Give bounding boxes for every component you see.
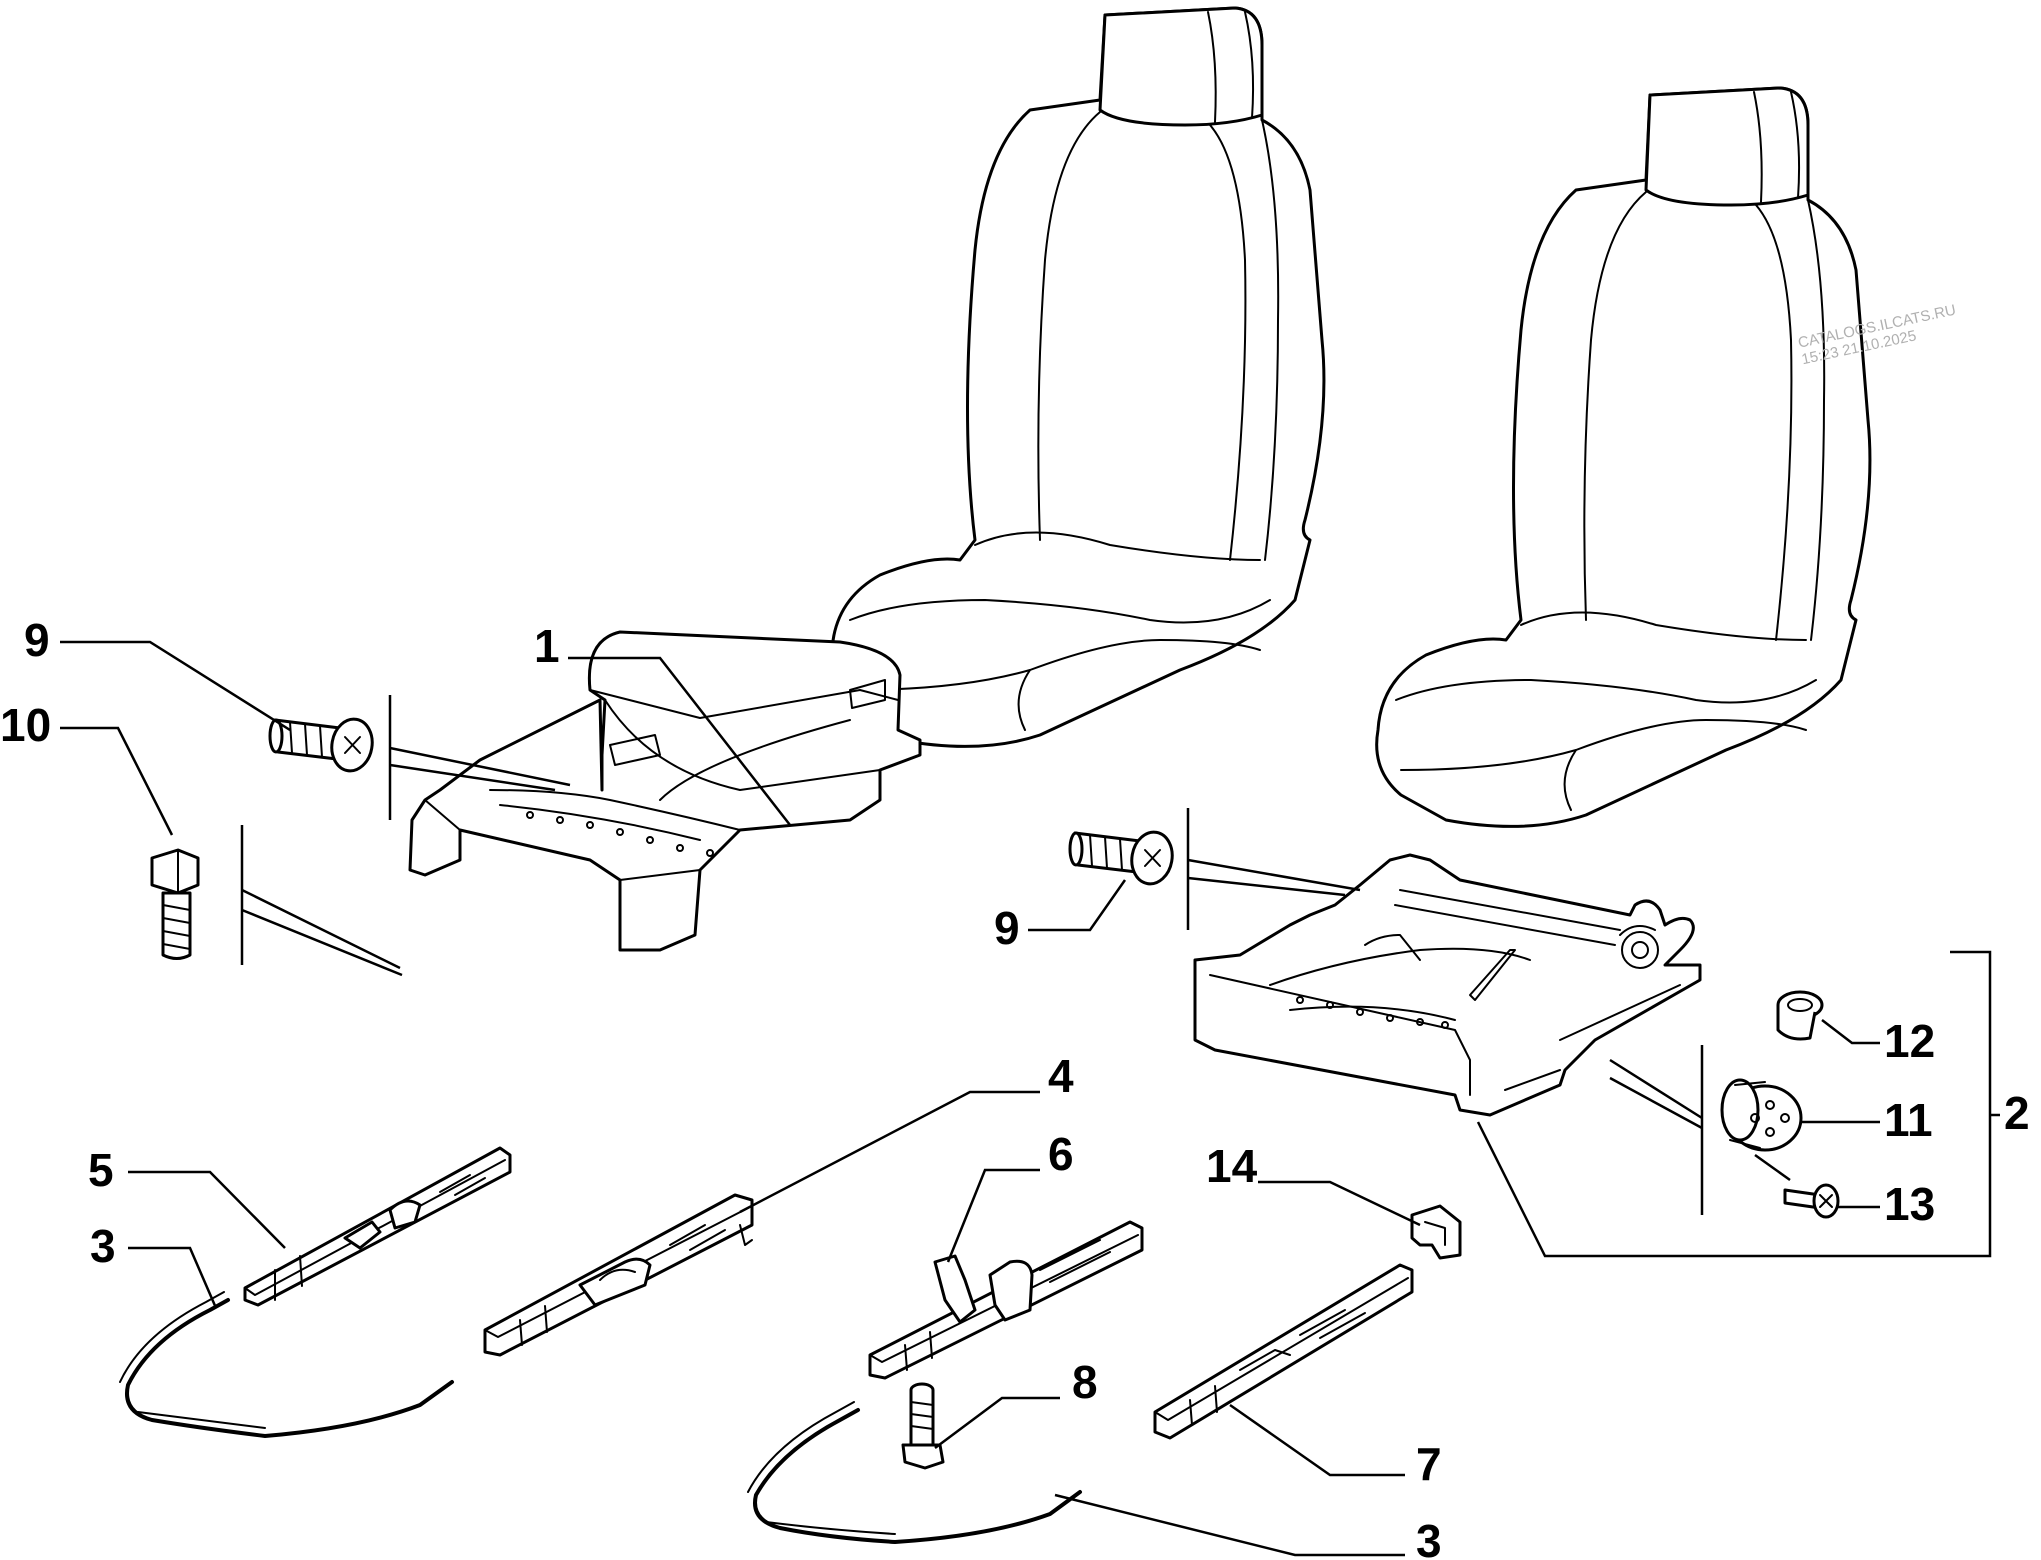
seat-frame-right bbox=[1193, 853, 1702, 1117]
leader-lines bbox=[60, 640, 2000, 1557]
callout-9-right: 9 bbox=[994, 902, 1020, 954]
callout-6: 6 bbox=[1048, 1128, 1074, 1180]
callout-12: 12 bbox=[1884, 1015, 1935, 1067]
stud-8 bbox=[901, 1382, 945, 1470]
rail-5 bbox=[243, 1146, 512, 1307]
seat-left bbox=[829, 6, 1326, 748]
callout-9-left: 9 bbox=[24, 614, 50, 666]
pin-12 bbox=[1776, 990, 1824, 1041]
seat-right bbox=[1375, 86, 1872, 828]
callouts: 9 10 1 9 12 2 11 13 14 4 6 5 3 8 7 3 bbox=[0, 614, 2030, 1560]
callout-11: 11 bbox=[1884, 1094, 1933, 1146]
rail-4 bbox=[483, 1193, 754, 1357]
screw-13 bbox=[1783, 1183, 1840, 1219]
callout-2: 2 bbox=[2004, 1087, 2030, 1139]
bolt-9-left bbox=[268, 717, 374, 773]
callout-10: 10 bbox=[0, 699, 51, 751]
callout-4: 4 bbox=[1048, 1050, 1074, 1102]
callout-5: 5 bbox=[88, 1144, 114, 1196]
callout-13: 13 bbox=[1884, 1178, 1935, 1230]
seat-frame-left bbox=[408, 630, 922, 952]
callout-3-left: 3 bbox=[90, 1220, 116, 1272]
callout-7: 7 bbox=[1416, 1438, 1442, 1490]
cable-3-left bbox=[119, 1291, 454, 1438]
rail-7 bbox=[1153, 1263, 1414, 1440]
rail-6 bbox=[868, 1220, 1144, 1380]
callout-8: 8 bbox=[1072, 1356, 1098, 1408]
clip-14 bbox=[1410, 1204, 1462, 1260]
callout-1: 1 bbox=[534, 620, 560, 672]
callout-14: 14 bbox=[1206, 1140, 1258, 1192]
callout-3-right: 3 bbox=[1416, 1515, 1442, 1560]
hex-bolt-10 bbox=[150, 848, 200, 960]
cable-3-right bbox=[747, 1401, 1082, 1544]
bolt-9-right bbox=[1068, 830, 1174, 886]
knob-11 bbox=[1720, 1078, 1803, 1152]
